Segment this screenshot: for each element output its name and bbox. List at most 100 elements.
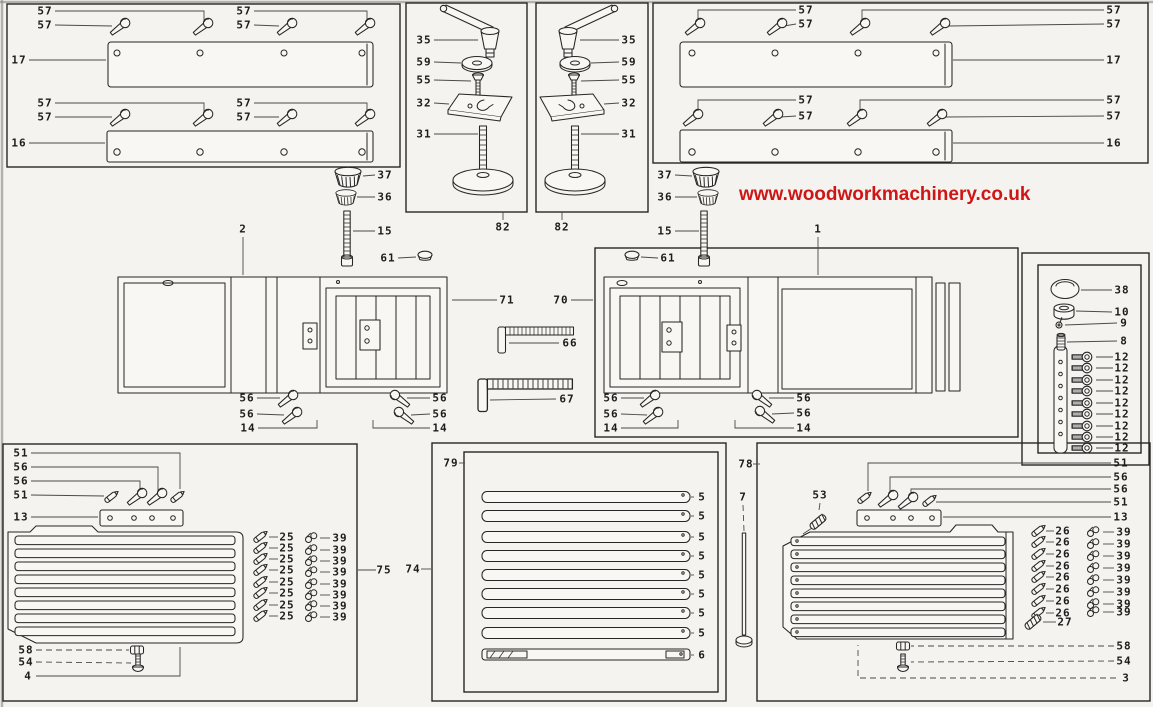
slat-pin-hole: [681, 533, 685, 537]
part-number-79: 79: [443, 457, 458, 470]
louvre-slat: [790, 588, 1006, 599]
part-number-32: 32: [416, 97, 431, 110]
slat-5: [481, 490, 691, 504]
part-number-58: 58: [1116, 640, 1131, 653]
leader-line: [859, 99, 1104, 111]
part-number-51: 51: [1113, 496, 1128, 509]
part-number-61: 61: [380, 252, 395, 265]
leader-line: [489, 398, 557, 401]
hex-icon: [1071, 374, 1093, 386]
part-number-56: 56: [239, 392, 254, 405]
akey-icon: [477, 378, 574, 413]
stud-icon: [1056, 332, 1066, 351]
slat-5: [481, 549, 691, 563]
part-number-39: 39: [1116, 538, 1131, 551]
cam-icon: [539, 93, 605, 122]
fscrew-icon: [471, 72, 485, 96]
screw-icon: [895, 489, 921, 513]
part-number-25: 25: [279, 553, 294, 566]
knob-icon: [334, 166, 362, 188]
screw-icon: [279, 404, 305, 428]
screw-icon: [875, 487, 901, 511]
part-number-12: 12: [1114, 351, 1129, 364]
pin-icon: [1030, 522, 1048, 538]
part-number-57: 57: [798, 18, 813, 31]
mount-bar-13-left: [99, 509, 184, 527]
part-number-39: 39: [1116, 606, 1131, 619]
fence-body-right: [603, 276, 961, 394]
leader-line: [580, 79, 620, 82]
part-number-56: 56: [1113, 483, 1128, 496]
part-number-36: 36: [657, 191, 672, 204]
screw-icon: [144, 485, 170, 509]
leader-line: [621, 420, 679, 429]
part-number-15: 15: [377, 225, 392, 238]
part-number-26: 26: [1055, 595, 1070, 608]
fence-plate-16-right: [679, 129, 953, 163]
leader-line: [947, 23, 1105, 27]
leader-line: [256, 413, 285, 416]
leader-line: [620, 413, 648, 416]
slat-pin-hole: [1058, 419, 1063, 425]
knob-icon: [697, 189, 719, 206]
fence-plate-17-right: [679, 41, 953, 88]
clip-icon: [305, 566, 318, 577]
part-number-39: 39: [332, 611, 347, 624]
screwv-icon: [131, 653, 145, 673]
screw-icon: [924, 106, 950, 130]
part-number-36: 36: [377, 191, 392, 204]
part-number-26: 26: [1055, 607, 1070, 620]
slat-5: [481, 568, 691, 582]
louvre-slat: [14, 600, 236, 611]
part-number-66: 66: [562, 337, 577, 350]
part-number-12: 12: [1114, 385, 1129, 398]
pin-icon: [1030, 592, 1048, 608]
spring-icon: [808, 513, 828, 531]
part-number-57: 57: [798, 94, 813, 107]
leader-line: [254, 10, 368, 20]
panel-parts-column-outer: [1021, 252, 1150, 466]
panel-bottom-middle: [431, 442, 727, 702]
part-number-39: 39: [1116, 574, 1131, 587]
pin-icon: [169, 488, 187, 504]
leader-line: [780, 115, 797, 118]
screw-icon: [124, 485, 150, 509]
leader-line: [857, 645, 1116, 679]
leader-line: [867, 462, 1111, 491]
leader-line: [55, 102, 205, 111]
part-number-57: 57: [1106, 110, 1121, 123]
clip-icon: [305, 589, 318, 600]
leader-line: [734, 420, 794, 429]
clip-icon: [305, 544, 318, 555]
part-number-37: 37: [377, 169, 392, 182]
hex-icon: [1071, 385, 1093, 397]
washer-icon: [559, 55, 591, 73]
leader-line: [362, 174, 376, 177]
part-number-6: 6: [698, 649, 706, 662]
knob-icon: [335, 189, 357, 206]
washer-icon: [461, 55, 493, 73]
knob-icon: [692, 166, 720, 188]
part-number-39: 39: [1116, 526, 1131, 539]
part-number-4: 4: [24, 670, 32, 683]
part-number-57: 57: [236, 5, 251, 18]
pin-icon: [856, 489, 874, 505]
pin-icon: [103, 488, 121, 504]
clip-icon: [1087, 586, 1100, 597]
leader-line: [910, 488, 1111, 494]
slat-pin-hole: [681, 571, 685, 575]
louvre-slat: [14, 535, 236, 546]
handle-icon: [558, 4, 619, 58]
pin-icon: [1030, 545, 1048, 561]
leader-line: [861, 9, 1104, 20]
louvre-slat: [790, 549, 1006, 560]
part-number-12: 12: [1114, 420, 1129, 433]
part-number-25: 25: [279, 599, 294, 612]
part-number-39: 39: [332, 566, 347, 579]
leader-line: [258, 420, 318, 429]
ring-icon: [1053, 303, 1075, 320]
part-number-13: 13: [1113, 511, 1128, 524]
slat-pin-hole: [795, 604, 799, 608]
part-number-5: 5: [698, 607, 706, 620]
clip-icon: [1087, 550, 1100, 561]
